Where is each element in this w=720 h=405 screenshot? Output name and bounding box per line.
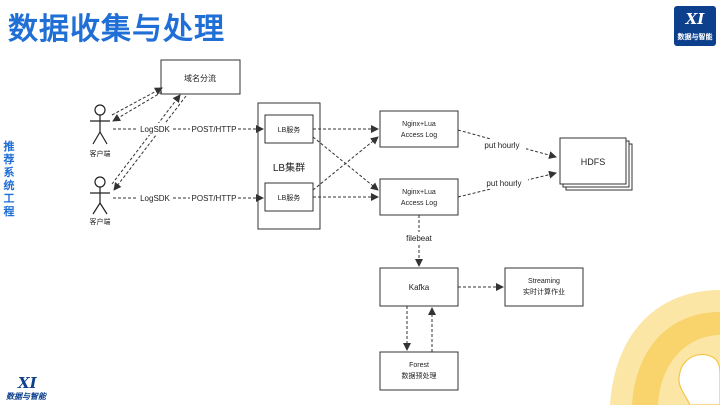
kafka-label: Kafka	[409, 283, 430, 292]
lb-service-bottom-label: LB服务	[278, 193, 301, 202]
filebeat-label: filebeat	[406, 234, 433, 243]
client-top-person-icon	[90, 104, 110, 145]
label-bg-logsdk-bottom	[138, 192, 172, 204]
streaming-line1: Streaming	[528, 278, 560, 285]
domain-routing-box	[160, 59, 241, 95]
nginx-bottom-box	[379, 178, 459, 216]
put-hourly-top-label: put hourly	[484, 141, 519, 150]
nginx-top-line2: Access Log	[401, 132, 437, 139]
arrow-lb-bottom-nginx-top	[312, 136, 379, 191]
client-bottom-label: 客户端	[90, 217, 111, 226]
kafka-box	[379, 267, 459, 307]
lb-service-bottom-box	[264, 182, 314, 212]
streaming-line2: 实时计算作业	[523, 287, 565, 296]
forest-box	[379, 351, 459, 391]
put-hourly-bottom-label: put hourly	[486, 179, 521, 188]
post-http-bottom-label: POST/HTTP	[192, 194, 237, 203]
page-title: 数据收集与处理	[8, 12, 225, 47]
nginx-bottom-line2: Access Log	[401, 200, 437, 207]
label-bg-post-bottom	[190, 192, 238, 204]
label-bg-put-bottom	[480, 177, 528, 189]
brand-logo: XI 数据与智能	[674, 6, 716, 46]
footer-logo: XI 数据与智能	[6, 374, 64, 402]
nginx-top-box	[379, 110, 459, 148]
forest-line2: 数据预处理	[402, 371, 437, 380]
label-bg-post-top	[190, 123, 238, 135]
arrow-client-top-domain	[111, 87, 163, 116]
label-bg-filebeat	[400, 232, 438, 244]
domain-routing-label: 域名分流	[184, 73, 216, 83]
label-bg-logsdk-top	[138, 123, 172, 135]
arrow-domain-client-top	[112, 91, 163, 122]
arrow-domain-client-bottom	[113, 95, 187, 191]
logsdk-bottom-label: LogSDK	[140, 194, 170, 203]
hdfs-box	[559, 137, 627, 185]
lb-service-top-label: LB服务	[278, 125, 301, 134]
side-label: 推荐系统工程	[3, 140, 15, 218]
footer-logo-text: 数据与智能	[6, 392, 46, 401]
label-bg-put-top	[478, 139, 526, 151]
arrow-client-bottom-domain	[111, 94, 181, 185]
logo-text: 数据与智能	[677, 33, 713, 41]
forest-line1: Forest	[409, 362, 429, 369]
streaming-box	[504, 267, 584, 307]
footer-logo-mark: XI	[18, 374, 37, 392]
hdfs-label: HDFS	[581, 157, 606, 167]
logo-mark: XI	[685, 10, 705, 28]
client-bottom-person-icon	[90, 176, 110, 215]
post-http-top-label: POST/HTTP	[192, 125, 237, 134]
nginx-bottom-line1: Nginx+Lua	[402, 189, 436, 196]
logsdk-top-label: LogSDK	[140, 125, 170, 134]
nginx-top-line1: Nginx+Lua	[402, 121, 436, 128]
client-top-label: 客户端	[90, 149, 111, 158]
lb-cluster-label: LB集群	[273, 161, 305, 174]
